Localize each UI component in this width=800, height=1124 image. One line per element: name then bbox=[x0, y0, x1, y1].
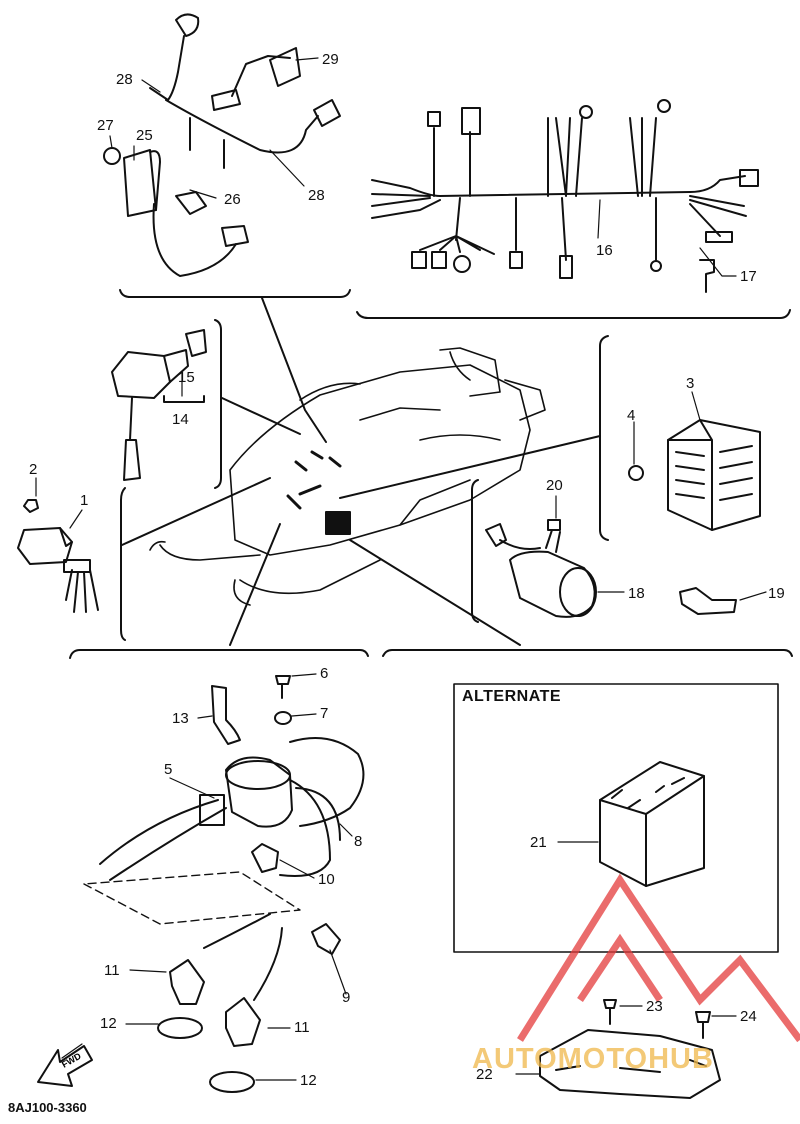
label-part-10: 10 bbox=[318, 871, 335, 888]
watermark-logo bbox=[517, 873, 800, 1043]
label-part-18: 18 bbox=[628, 585, 645, 602]
clamp-19-drawing bbox=[679, 587, 737, 615]
label-part-11-lower: 11 bbox=[294, 1019, 310, 1036]
dash-box bbox=[83, 871, 301, 925]
label-part-12-upper: 12 bbox=[100, 1015, 117, 1032]
bracket-top-left bbox=[119, 289, 351, 298]
label-part-9: 9 bbox=[342, 989, 351, 1006]
label-part-28-lower: 28 bbox=[308, 187, 325, 204]
leader-left-low bbox=[121, 477, 271, 546]
nut-7-drawing bbox=[274, 711, 292, 725]
screw-17-drawing bbox=[699, 259, 715, 293]
label-part-6: 6 bbox=[320, 665, 329, 682]
battery-bracket-drawing bbox=[539, 999, 721, 1099]
label-part-26: 26 bbox=[224, 191, 241, 208]
clamp-13-drawing bbox=[211, 685, 241, 745]
bracket-top-right bbox=[356, 309, 791, 319]
label-part-1: 1 bbox=[80, 492, 89, 509]
label-part-24: 24 bbox=[740, 1008, 757, 1025]
regulator-drawing bbox=[667, 419, 761, 531]
cdi-unit-drawing bbox=[17, 499, 99, 613]
alternate-box bbox=[453, 683, 779, 953]
label-part-5: 5 bbox=[164, 761, 173, 778]
label-part-27: 27 bbox=[97, 117, 114, 134]
label-part-16: 16 bbox=[596, 242, 613, 259]
bracket-right-low bbox=[471, 479, 479, 623]
label-part-12-lower: 12 bbox=[300, 1072, 317, 1089]
label-part-19: 19 bbox=[768, 585, 785, 602]
label-part-8: 8 bbox=[354, 833, 363, 850]
leader-bottom-left bbox=[229, 523, 281, 646]
label-part-3: 3 bbox=[686, 375, 695, 392]
alternate-heading: ALTERNATE bbox=[462, 688, 562, 705]
label-leaders bbox=[35, 57, 767, 1081]
battery-drawing bbox=[599, 761, 705, 887]
label-part-4: 4 bbox=[627, 407, 636, 424]
label-part-29: 29 bbox=[322, 51, 339, 68]
label-part-23: 23 bbox=[646, 998, 663, 1015]
vehicle-black-box bbox=[325, 511, 351, 535]
label-part-28-upper: 28 bbox=[116, 71, 133, 88]
label-part-14: 14 bbox=[172, 411, 189, 428]
label-part-13: 13 bbox=[172, 710, 189, 727]
snowmobile-outline bbox=[149, 347, 546, 606]
ignition-coil-drawing bbox=[99, 737, 365, 881]
diagram-code: 8AJ100-3360 bbox=[8, 1100, 87, 1115]
label-part-20: 20 bbox=[546, 477, 563, 494]
label-part-25: 25 bbox=[136, 127, 153, 144]
washer-20-drawing bbox=[547, 519, 561, 531]
label-part-2: 2 bbox=[29, 461, 38, 478]
leader-top bbox=[261, 297, 327, 443]
wire-harness-drawing bbox=[371, 99, 759, 279]
label-part-11-upper: 11 bbox=[104, 962, 120, 979]
bracket-left-mid bbox=[214, 319, 222, 489]
bracket-right-mid bbox=[599, 335, 609, 541]
nut-4-drawing bbox=[628, 465, 644, 481]
vehicle-harness-bits bbox=[286, 450, 342, 510]
clamp-9-drawing bbox=[311, 923, 341, 955]
bracket-bottom-left bbox=[69, 649, 369, 659]
seal-12a-drawing bbox=[157, 1017, 203, 1039]
leader-left-mid bbox=[221, 397, 301, 435]
clamp-10-drawing bbox=[251, 843, 279, 873]
wiring-assembly-top-left-drawing bbox=[103, 13, 341, 277]
main-switch-drawing bbox=[111, 329, 207, 481]
label-part-17: 17 bbox=[740, 268, 757, 285]
leader-right-mid bbox=[339, 435, 601, 499]
label-part-21: 21 bbox=[530, 834, 547, 851]
plug-cap-11b-drawing bbox=[225, 927, 283, 1047]
leader-bottom-right bbox=[349, 539, 521, 646]
seal-12b-drawing bbox=[209, 1071, 255, 1093]
forward-arrow-icon bbox=[37, 1045, 93, 1087]
bolt-6-drawing bbox=[275, 675, 291, 699]
bracket-bottom-right bbox=[382, 649, 793, 657]
label-part-22: 22 bbox=[476, 1066, 493, 1083]
bracket-left-low bbox=[120, 487, 126, 641]
label-part-15: 15 bbox=[178, 369, 195, 386]
watermark-text: AUTOMOTOHUB bbox=[472, 1043, 714, 1075]
label-part-7: 7 bbox=[320, 705, 329, 722]
starter-motor-drawing bbox=[485, 523, 597, 618]
plug-cap-11a-drawing bbox=[169, 913, 271, 1005]
